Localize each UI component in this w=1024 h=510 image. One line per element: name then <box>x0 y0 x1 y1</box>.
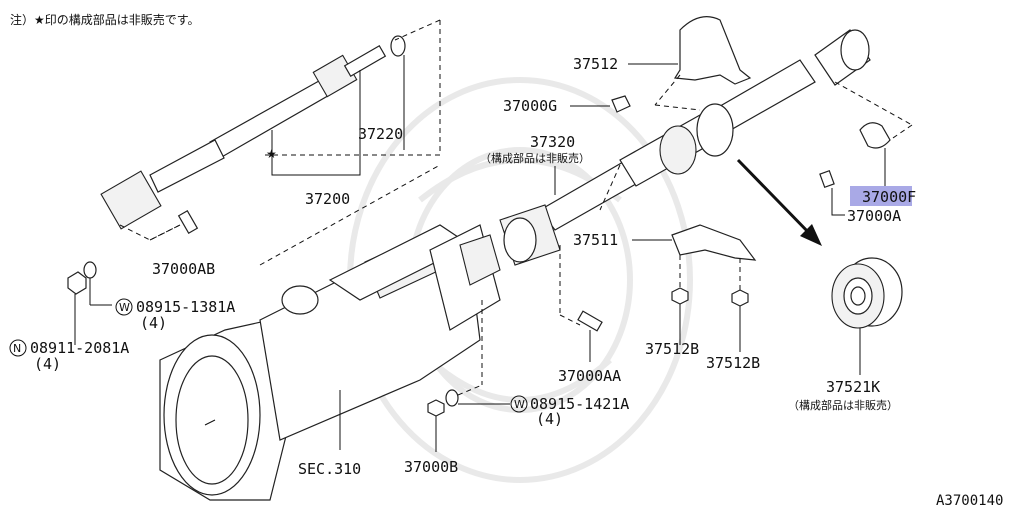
label-37511: 37511 <box>573 231 618 249</box>
note-37320: （構成部品は非販売） <box>480 151 590 165</box>
arrow-to-center-bearing <box>736 158 822 246</box>
bolt-37000A <box>819 169 845 216</box>
rear-propeller-shaft <box>499 29 871 266</box>
qty-08915-1421A: (4) <box>536 410 563 428</box>
label-37220: 37220 <box>358 125 403 143</box>
label-37000AA: 37000AA <box>558 367 621 385</box>
w-mark-1: W <box>119 301 130 314</box>
transmission <box>159 224 501 501</box>
label-37320: 37320 <box>530 133 575 151</box>
highlight-37000F <box>850 186 912 206</box>
label-37512B-2: 37512B <box>706 354 760 372</box>
footnote: 注）★印の構成部品は非販売です。 <box>10 12 200 27</box>
label-37521K: 37521K <box>826 378 880 396</box>
qty-08911-2081A: (4) <box>34 355 61 373</box>
n-mark: N <box>13 342 21 355</box>
bracket-37512 <box>654 16 752 111</box>
label-08915-1381A: 08915-1381A <box>136 298 235 316</box>
bolt-37000AB <box>149 210 199 241</box>
cap-37000G <box>570 95 631 113</box>
nut-37512B-right <box>731 289 749 352</box>
label-37000AB: 37000AB <box>152 260 215 278</box>
w-mark-2: W <box>514 398 525 411</box>
figure-id: A3700140 <box>936 493 1003 509</box>
label-37000G: 37000G <box>503 97 557 115</box>
label-08915-1421A: 08915-1421A <box>530 395 629 413</box>
note-37521K: （構成部品は非販売） <box>788 398 898 412</box>
nut-37512B-left <box>671 287 689 345</box>
label-37000F[interactable]: 37000F <box>862 188 916 206</box>
label-08911-2081A: 08911-2081A <box>30 339 129 357</box>
washer-08915-1421A <box>445 300 510 407</box>
center-bearing-37521K <box>831 257 903 375</box>
plate-37000F <box>834 81 913 196</box>
qty-08915-1381A: (4) <box>140 314 167 332</box>
bracket-37511 <box>671 224 757 292</box>
bolt-37000AA <box>559 245 603 362</box>
label-37512B-1: 37512B <box>645 340 699 358</box>
label-37000B: 37000B <box>404 458 458 476</box>
label-37000A: 37000A <box>847 207 901 225</box>
label-37512: 37512 <box>573 55 618 73</box>
nut-37000B <box>427 399 445 452</box>
label-37200: 37200 <box>305 190 350 208</box>
label-sec310: SEC.310 <box>298 460 361 478</box>
front-propeller-shaft <box>100 35 406 230</box>
nut-08911 <box>67 261 112 345</box>
star-mark: ★ <box>266 147 277 161</box>
